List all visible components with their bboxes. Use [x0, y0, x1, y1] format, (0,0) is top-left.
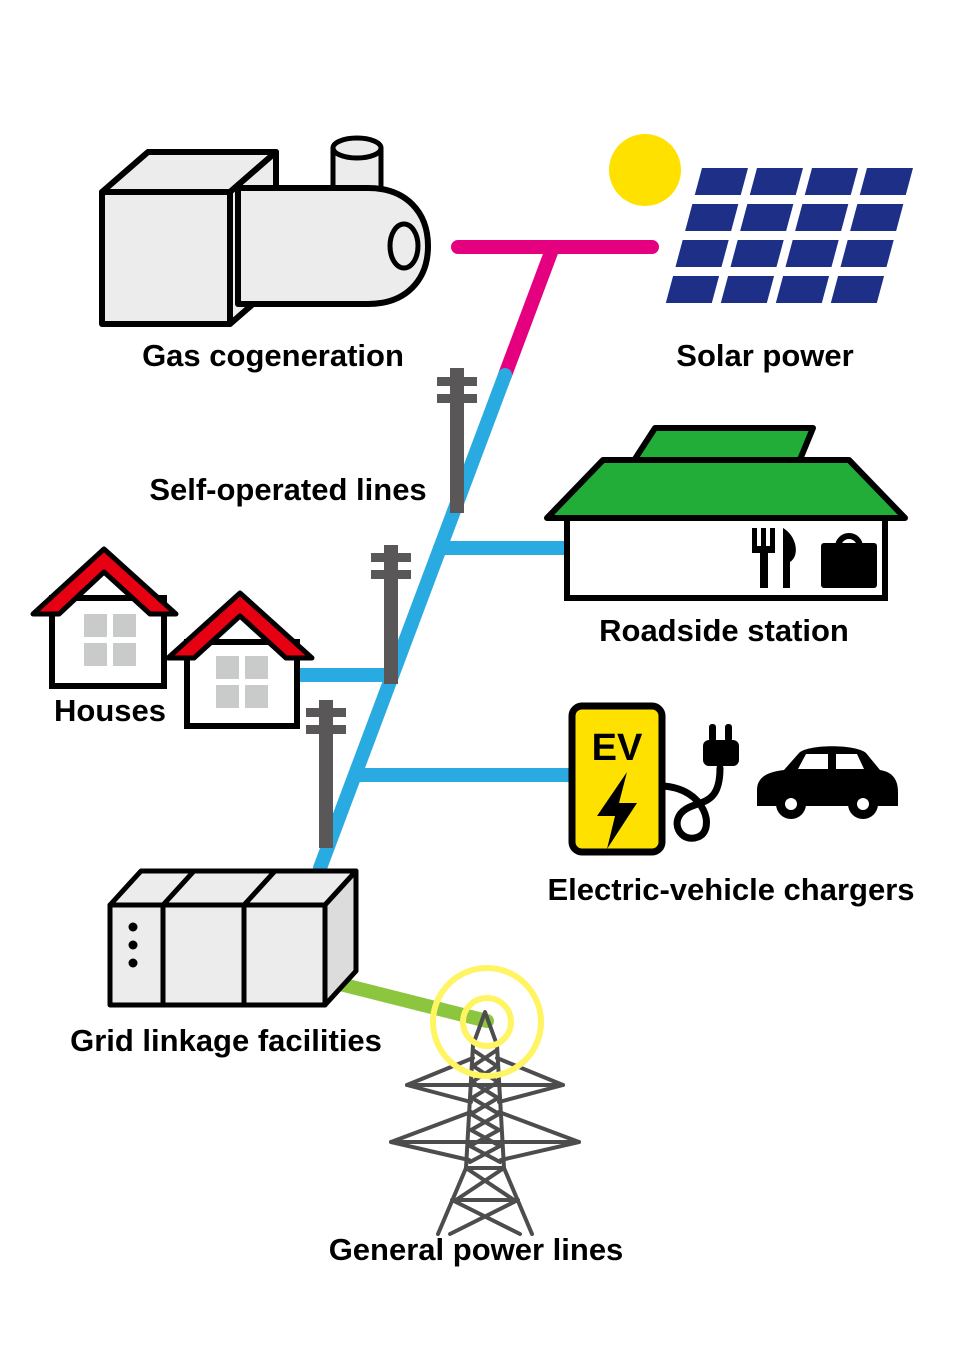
label-gas-cogeneration: Gas cogeneration [142, 338, 404, 373]
utility-pole-2 [371, 545, 411, 684]
label-general-power-lines: General power lines [328, 1232, 624, 1267]
house-windows [216, 656, 268, 708]
ev-charger-icon: EV [568, 702, 739, 856]
lightning-bolt-icon [597, 772, 637, 849]
shopping-bag-icon [821, 533, 877, 588]
sun-icon [609, 134, 681, 206]
label-self-operated-lines: Self-operated lines [149, 472, 427, 507]
self-operated-line [285, 368, 581, 875]
utility-pole-1 [437, 368, 477, 513]
grid-linkage-icon [107, 868, 359, 1008]
transmission-tower-icon [389, 1010, 581, 1236]
utility-pole-3 [306, 700, 346, 848]
cabinet-vent-dots [128, 922, 138, 968]
ev-charger-label: EV [592, 727, 643, 769]
label-ev-chargers: Electric-vehicle chargers [547, 872, 915, 907]
cogeneration-power-line [451, 240, 659, 382]
label-houses: Houses [54, 693, 166, 728]
houses-icon [30, 546, 315, 729]
plug-icon [703, 724, 739, 766]
house-windows [84, 614, 136, 666]
gas-cogeneration-icon [99, 135, 431, 327]
label-roadside-station: Roadside station [599, 613, 849, 648]
label-grid-linkage: Grid linkage facilities [70, 1023, 382, 1058]
roadside-station-icon [544, 425, 908, 601]
restaurant-icon [752, 528, 796, 588]
car-icon [757, 746, 898, 819]
connection-highlight-rings [430, 965, 544, 1079]
solar-panel-icon [665, 168, 913, 303]
label-solar-power: Solar power [676, 338, 854, 373]
charger-cable [658, 764, 724, 842]
